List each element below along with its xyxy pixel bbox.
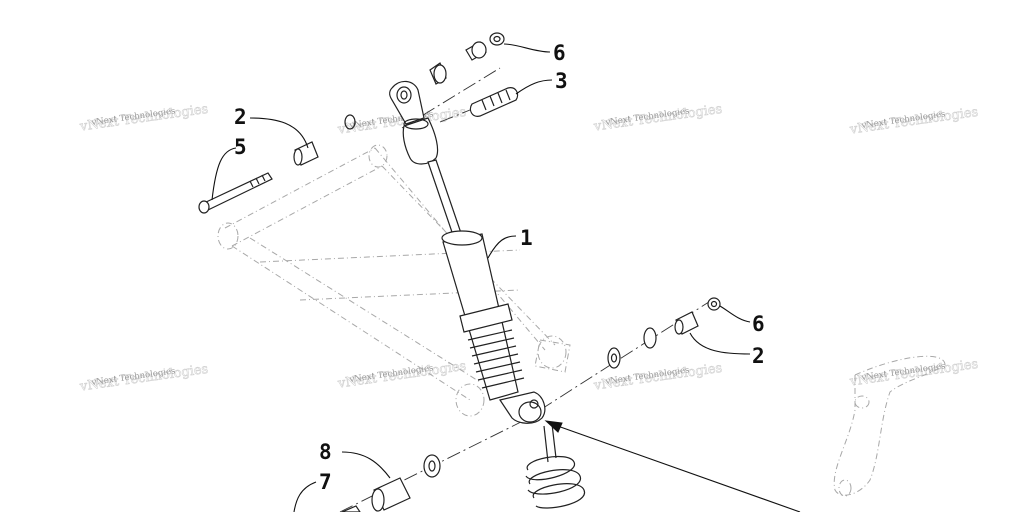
part-6-upper-nut <box>489 32 505 46</box>
part-5-bolt <box>198 172 273 214</box>
callout-6-lower: 6 <box>752 312 765 336</box>
upper-ring <box>344 114 356 130</box>
leader-lines <box>211 43 751 512</box>
callout-2-upper: 2 <box>234 105 247 129</box>
mounting-arrow <box>544 420 801 512</box>
assembly-axes <box>339 67 713 512</box>
part-7-bolt <box>341 505 361 512</box>
part-6-lower-nut <box>707 297 721 311</box>
callout-7: 7 <box>319 470 332 494</box>
callout-3: 3 <box>555 69 568 93</box>
part-1-shock-absorber <box>389 80 546 424</box>
callout-2-lower: 2 <box>752 344 765 368</box>
lower-left-washer <box>423 454 441 478</box>
frame-bracket-ghost <box>833 355 946 497</box>
part-2-upper-spacer <box>293 141 319 166</box>
spring <box>525 423 585 509</box>
callout-1: 1 <box>520 226 533 250</box>
part-2-lower-spacer <box>674 311 699 335</box>
callout-6-upper: 6 <box>553 41 566 65</box>
callout-labels: 6 3 2 5 1 6 2 8 7 <box>234 41 765 494</box>
lower-right-washers <box>607 327 657 369</box>
callout-5: 5 <box>234 135 247 159</box>
upper-washers <box>429 41 487 85</box>
part-3-bushing <box>469 87 519 117</box>
part-8-bushing <box>371 477 411 512</box>
callout-8: 8 <box>319 440 332 464</box>
